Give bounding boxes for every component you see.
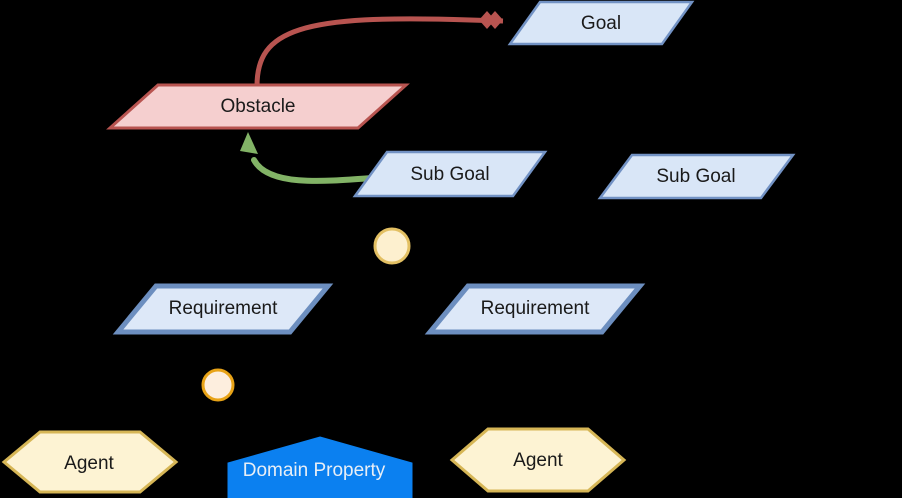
subgoal-1-label: Sub Goal: [410, 164, 489, 185]
node-refinement-circle-1[interactable]: [373, 227, 411, 265]
node-requirement-1[interactable]: Requirement: [112, 283, 334, 335]
agent-2-label: Agent: [513, 450, 563, 471]
subgoal-1-shape: [352, 150, 548, 198]
requirement-2-shape: [424, 283, 646, 335]
node-goal[interactable]: Goal: [507, 0, 695, 46]
node-subgoal-1[interactable]: Sub Goal: [352, 150, 548, 198]
node-refinement-circle-2[interactable]: [201, 368, 235, 402]
resolution-link-path: [251, 157, 375, 184]
goal-shape: [507, 0, 695, 46]
goal-label: Goal: [581, 13, 621, 34]
obstacle-label: Obstacle: [221, 96, 296, 117]
nodes-layer: Goal Obstacle Sub Goal Sub Goal: [1, 0, 796, 498]
subgoal-2-shape: [597, 153, 796, 200]
refinement-circle-2-shape: [201, 368, 235, 402]
domain-property-shape: [227, 436, 413, 498]
agent-1-label: Agent: [64, 453, 114, 474]
agent-2-shape: [449, 427, 627, 493]
requirement-1-shape: [112, 283, 334, 335]
subgoal-2-label: Sub Goal: [656, 166, 735, 187]
refinement-circle-1-shape: [373, 227, 411, 265]
requirement-1-label: Requirement: [169, 298, 278, 319]
node-requirement-2[interactable]: Requirement: [424, 283, 646, 335]
resolution-arrowhead-icon: [240, 132, 258, 154]
obstacle-shape: [106, 83, 410, 130]
requirement-2-label: Requirement: [481, 298, 590, 319]
node-agent-2[interactable]: Agent: [449, 427, 627, 493]
node-subgoal-2[interactable]: Sub Goal: [597, 153, 796, 200]
links-layer: [240, 11, 504, 184]
resolution-link[interactable]: [240, 132, 375, 184]
agent-1-shape: [1, 430, 179, 494]
node-domain-property[interactable]: Domain Property: [227, 436, 413, 498]
obstruction-link[interactable]: [254, 11, 504, 89]
node-obstacle[interactable]: Obstacle: [106, 83, 410, 130]
obstruction-cross-icon: [479, 11, 503, 29]
obstruction-link-path: [254, 16, 473, 89]
node-agent-1[interactable]: Agent: [1, 430, 179, 494]
domain-property-label: Domain Property: [243, 460, 386, 481]
